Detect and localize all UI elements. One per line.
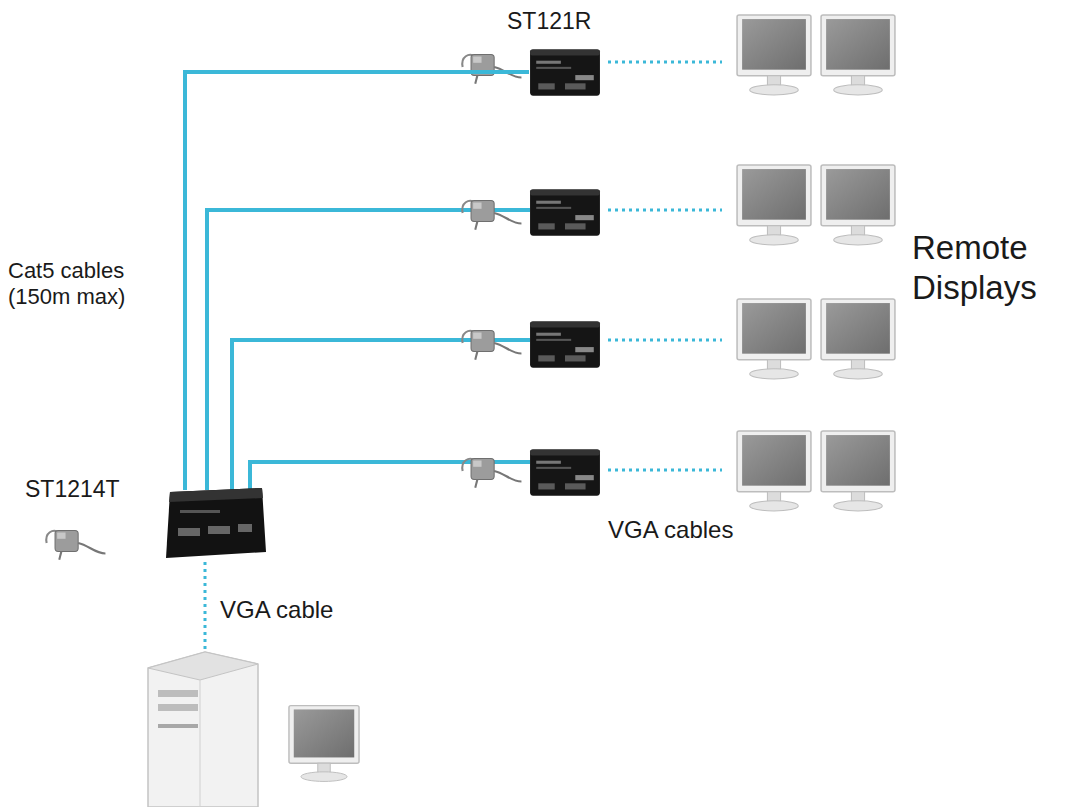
receiver-unit [530, 49, 600, 495]
cable-label: VGA cable [220, 596, 333, 625]
transmitter-unit [166, 488, 266, 558]
computer-tower [148, 652, 258, 807]
transmitter-device: ST1214T [164, 488, 266, 558]
device-name: ST1214T [25, 476, 120, 503]
group-label: Remote Displays [912, 228, 1062, 307]
cable-note: Cat5 cables (150m max) [8, 258, 158, 311]
cat5-cable [185, 72, 529, 490]
vga-cable [205, 62, 722, 652]
cable-label: VGA cables [608, 516, 733, 545]
cat5-cable [207, 210, 530, 490]
device-name: ST121R [507, 8, 591, 35]
receiver-device: ST121R [529, 48, 601, 96]
monitor [289, 15, 895, 781]
